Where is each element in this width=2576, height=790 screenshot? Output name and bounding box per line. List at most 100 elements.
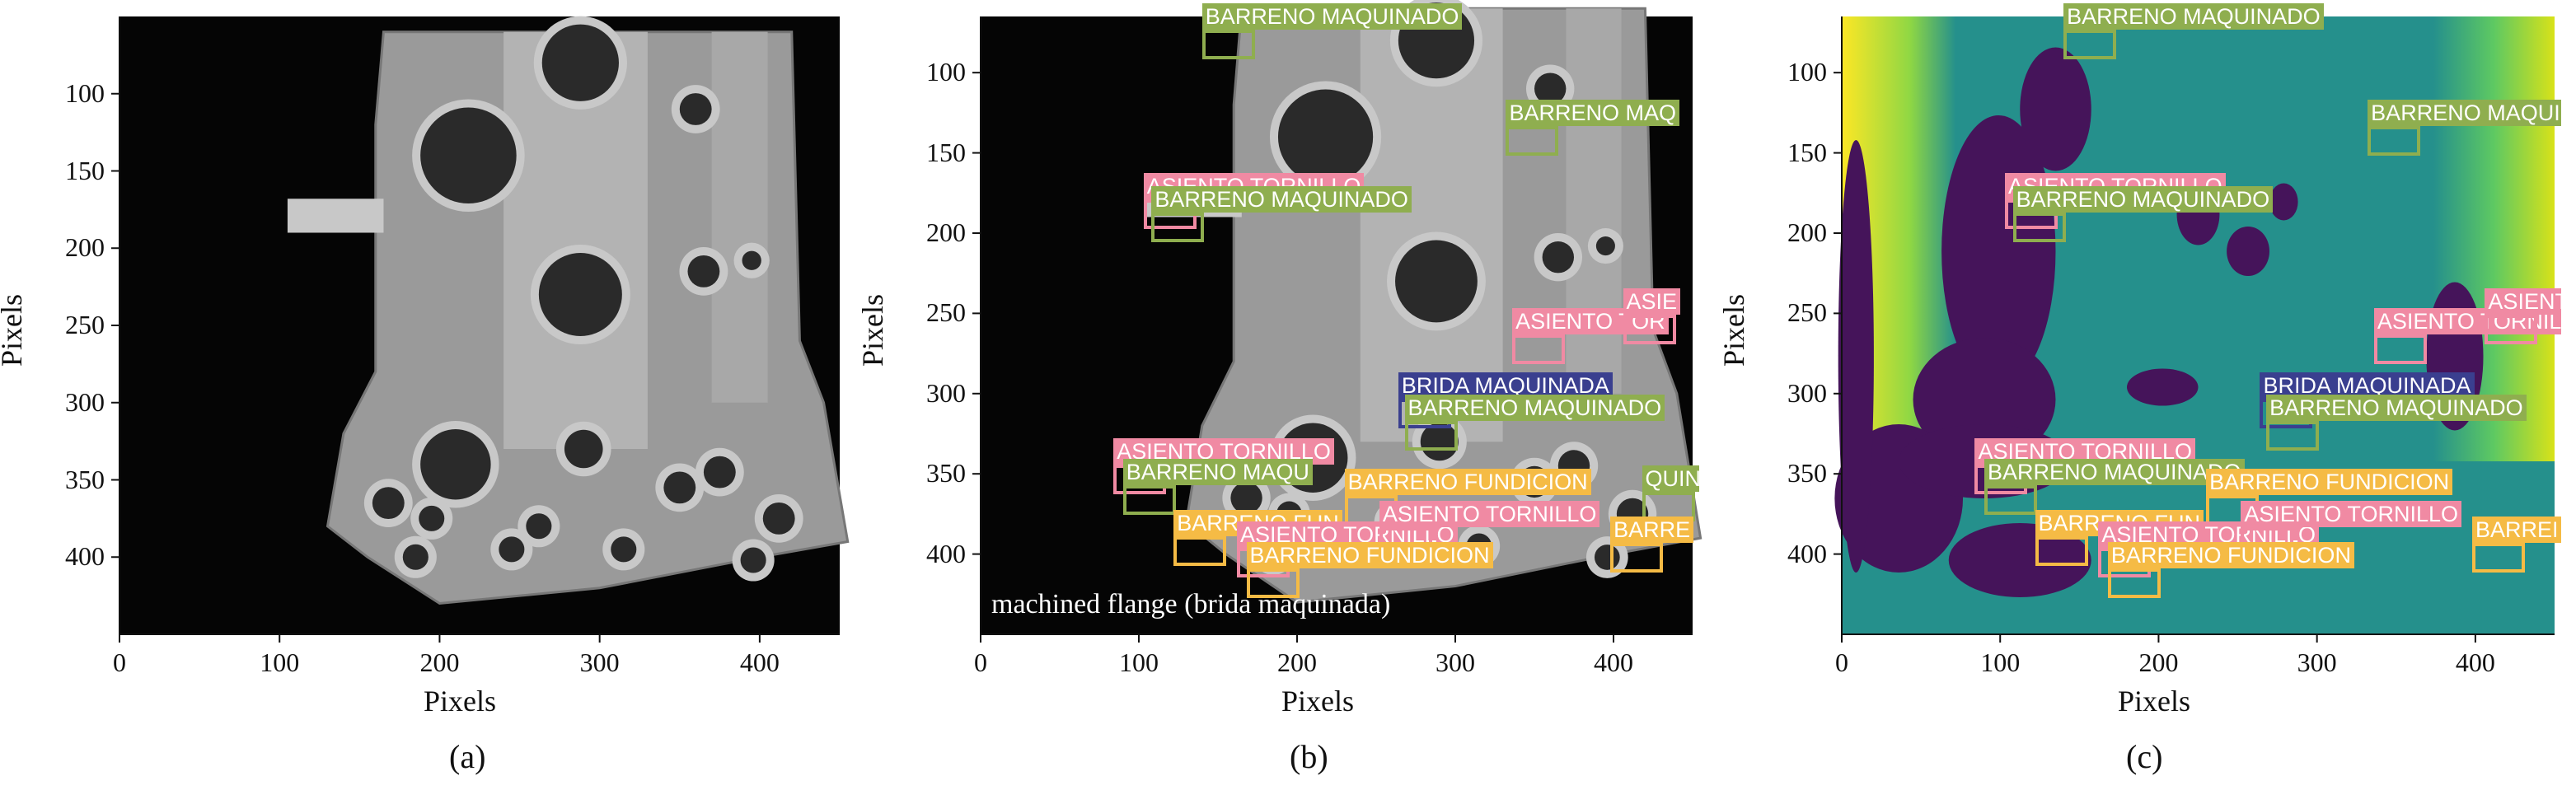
hole [541,24,619,101]
x-tick-label: 300 [579,647,620,677]
casting-tab [287,199,384,233]
hole [740,547,766,573]
hole [420,107,517,204]
detection-box [1122,484,1176,515]
x-axis-label-b: Pixels [1281,685,1355,718]
y-tick-label: 400 [1787,538,1827,568]
heatmap-low-region [1838,140,1874,573]
detection-box [1173,536,1227,567]
x-tick-label: 200 [1277,647,1317,677]
detection-box [2035,536,2088,567]
y-tick-label: 250 [1787,297,1827,328]
x-tick-label: 200 [419,647,460,677]
hole [1395,240,1478,323]
y-tick-label: 350 [1787,458,1827,488]
x-tick-label: 200 [2138,647,2179,677]
detection-box [2266,420,2320,451]
y-tick-label: 200 [65,232,105,263]
detection-box [1512,334,1566,364]
hole [564,429,603,469]
heatmap-low-region [1948,523,2091,597]
detection-box [1506,125,1559,156]
y-tick-label: 350 [926,458,966,488]
detection-box [1201,29,1255,59]
detection-label: BARRENO FUNDICION [1246,542,1493,569]
x-tick-label: 400 [2455,647,2495,677]
hole [1595,236,1615,256]
hole [611,536,637,563]
detection-label: BARRE [1610,517,1694,543]
y-tick-label: 200 [1787,217,1827,247]
detection-label: ASIE [1623,288,1681,316]
detection-label: BARRENO MAQUINADO [1404,394,1665,421]
detection-label: BARRENO FUNDICION [1344,468,1591,495]
y-tick-label: 100 [1787,57,1827,87]
casting-rib [1566,8,1622,394]
hole [402,544,429,570]
y-tick-label: 400 [926,538,966,568]
y-tick-label: 300 [1787,377,1827,408]
y-tick-label: 150 [926,137,966,167]
hole [1420,423,1459,461]
detection-label: BARRENO MAQUINADO [1151,185,1412,213]
panel-label-a: (a) [449,738,486,775]
hole [1534,72,1567,105]
detection-label: ASIENTO [2485,288,2561,316]
x-tick-label: 400 [739,647,780,677]
detection-box [2012,212,2066,242]
hole [1230,482,1262,514]
hole [762,502,795,535]
y-tick-label: 150 [65,155,105,185]
hole [538,253,622,336]
x-tick-label: 0 [1835,647,1848,677]
detection-label: BARRENO MAQUINADO [2368,99,2561,126]
heatmap-low-region [2020,47,2091,171]
hole [679,93,712,125]
y-tick-label: 300 [926,377,966,408]
y-tick-label: 100 [65,77,105,108]
x-tick-label: 400 [1594,647,1633,677]
heatmap-low-region [2227,227,2269,276]
heatmap-low-region [2269,183,2298,221]
y-tick-label: 350 [65,464,105,494]
engine-part-photo-a [287,16,850,605]
detection-box [1623,315,1676,345]
detection-label: ASIENTO TORNILLO [2241,500,2461,527]
detection-box [1984,484,2037,515]
x-tick-label: 100 [1980,647,2021,677]
y-tick-label: 250 [65,310,105,339]
heatmap-low-region [2127,368,2199,406]
detection-box [1246,568,1300,599]
panel-label-c: (c) [2126,738,2163,775]
x-axis-label-c: Pixels [2118,685,2191,718]
detection-label: BARRENO MAQUINADO [2266,394,2527,421]
detection-label: BARRENO MAQUINADO [2063,2,2324,30]
hole [1277,89,1374,185]
detection-label: BARREI [2472,517,2561,543]
detection-label: BARRENO MAQU [1122,458,1313,485]
detection-label: BARRENO MAQ [1506,99,1679,126]
plot-a [111,16,850,643]
detection-box [1404,420,1458,451]
detection-box [2368,125,2421,156]
detection-label: BARRENO MAQUINADO [1984,458,2245,485]
detection-box [1151,212,1205,242]
hole [499,536,525,563]
x-tick-label: 100 [260,647,300,677]
detection-label: BARRENO FUNDICION [2107,542,2354,569]
detection-box [1610,543,1664,573]
y-axis-label-a: Pixels [0,293,29,367]
hole [372,487,405,520]
x-tick-label: 0 [974,647,987,677]
detection-box [2472,543,2526,573]
x-axis-label-a: Pixels [424,685,497,718]
x-tick-label: 0 [113,647,126,677]
hole [526,513,552,540]
detection-label: ASIENTO TORNILLO [1379,500,1600,527]
detection-box [2373,334,2427,364]
detection-label: BRIDA MAQUINADA [1398,372,1613,399]
y-tick-label: 100 [926,57,966,87]
detection-label: BRIDA MAQUINADA [2260,372,2475,399]
hole [742,250,761,270]
